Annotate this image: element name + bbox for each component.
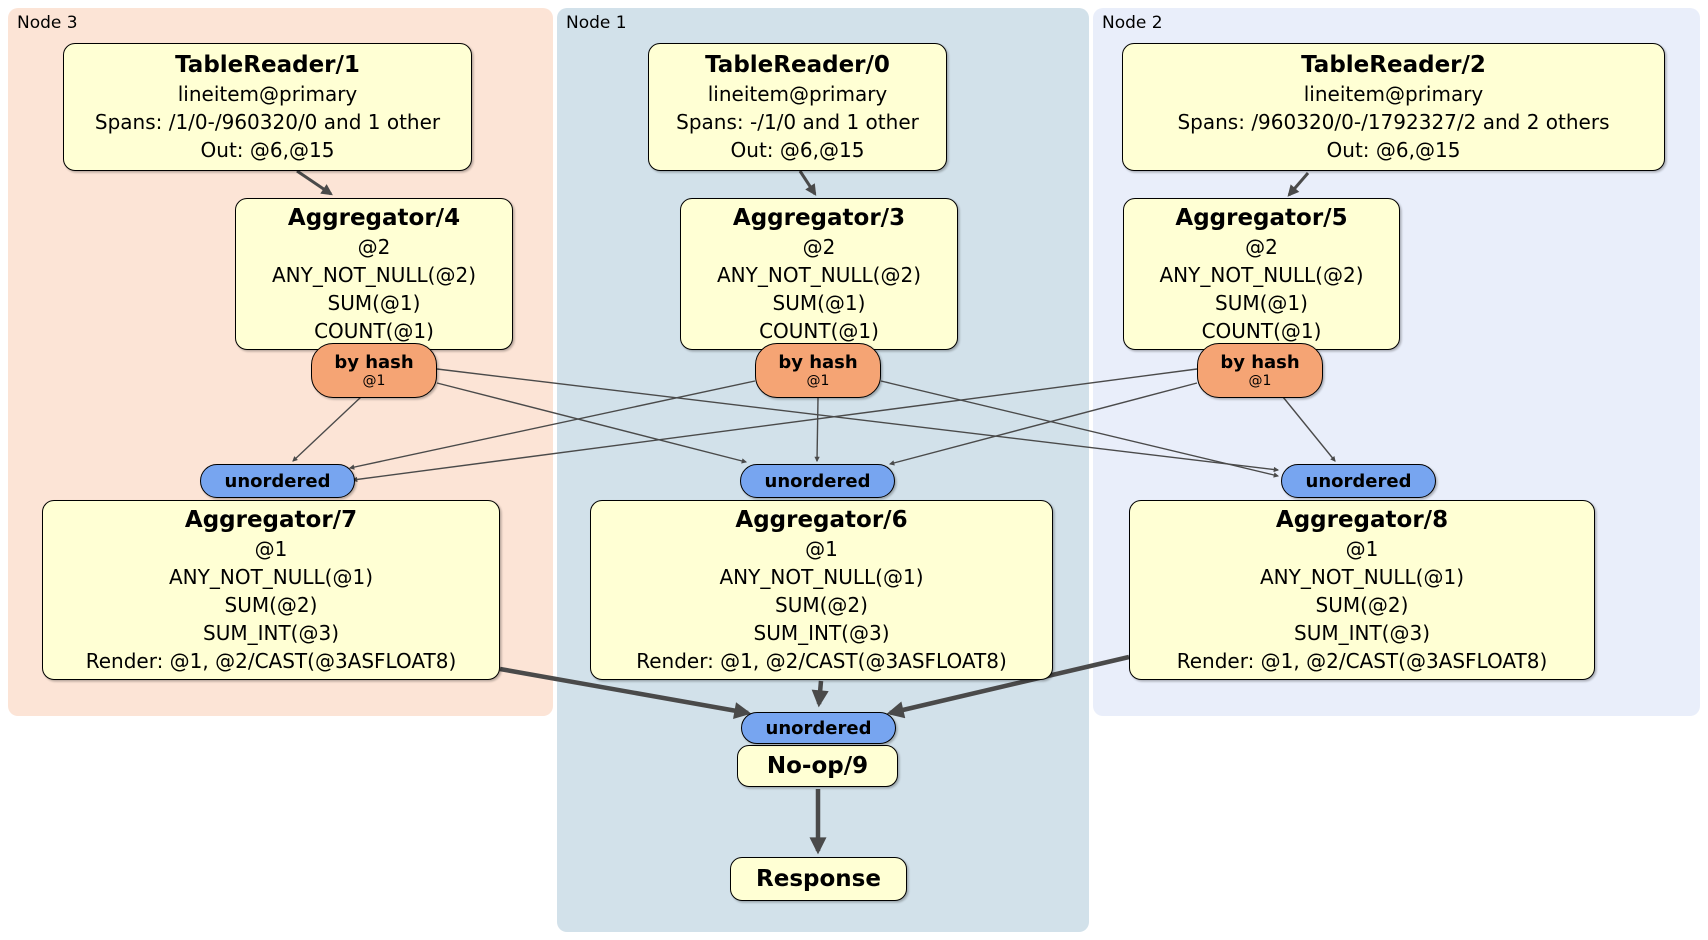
sync-label: unordered <box>1305 470 1412 492</box>
router-hash-column: @1 <box>806 373 830 389</box>
sync-label: unordered <box>764 470 871 492</box>
sync-label: unordered <box>765 717 872 739</box>
edge-aggregator-8-to-sync-9 <box>886 654 1130 719</box>
processor-detail-line: SUM_INT(@3) <box>1294 621 1430 645</box>
processor-detail-line: lineitem@primary <box>1303 82 1484 106</box>
processor-detail-line: SUM_INT(@3) <box>753 621 890 645</box>
edge-router-3-to-sync-8 <box>880 380 1280 478</box>
edge-tablereader-1-to-aggregator-4 <box>296 169 333 196</box>
processor-title-aggregator-7: Aggregator/7 <box>184 507 358 533</box>
processor-detail-line: ANY_NOT_NULL(@2) <box>1159 263 1364 287</box>
processor-response: Response <box>730 857 907 901</box>
edge-tablereader-0-to-aggregator-3 <box>798 170 817 196</box>
processor-detail-line: ANY_NOT_NULL(@1) <box>1260 565 1464 589</box>
edge-aggregator-6-to-sync-9 <box>811 680 829 708</box>
processor-detail-line: Render: @1, @2/CAST(@3ASFLOAT8) <box>1176 649 1548 673</box>
edge-tablereader-2-to-aggregator-5 <box>1287 172 1310 197</box>
edge-router-5-to-sync-6 <box>888 382 1198 466</box>
processor-detail-line: ANY_NOT_NULL(@2) <box>717 263 921 287</box>
processor-title-aggregator-4: Aggregator/4 <box>287 205 461 231</box>
region-label-node1: Node 1 <box>566 13 627 33</box>
router-title: by hash <box>334 352 414 373</box>
processor-detail-line: ANY_NOT_NULL(@1) <box>169 565 373 589</box>
processor-title-aggregator-5: Aggregator/5 <box>1175 205 1348 231</box>
processor-detail-line: @1 <box>805 537 838 561</box>
processor-title-tablereader-1: TableReader/1 <box>175 52 360 78</box>
edge-router-3-to-sync-6 <box>814 397 820 463</box>
processor-detail-line: Out: @6,@15 <box>730 138 865 162</box>
processor-title-aggregator-8: Aggregator/8 <box>1275 507 1449 533</box>
edge-router-4-to-sync-8 <box>436 368 1280 473</box>
processor-detail-line: @2 <box>357 235 391 259</box>
processor-detail-line: @2 <box>802 235 836 259</box>
router-hash-column: @1 <box>1248 373 1272 389</box>
edge-router-3-to-sync-7 <box>348 380 756 470</box>
processor-title-tablereader-0: TableReader/0 <box>705 52 890 78</box>
processor-detail-line: ANY_NOT_NULL(@1) <box>719 565 924 589</box>
edge-router-4-to-sync-7 <box>292 396 362 462</box>
router-5-by-hash: by hash@1 <box>1197 343 1323 398</box>
processor-detail-line: SUM(@2) <box>775 593 868 617</box>
region-label-node3: Node 3 <box>17 13 78 33</box>
router-title: by hash <box>778 352 858 373</box>
processor-detail-line: Render: @1, @2/CAST(@3ASFLOAT8) <box>85 649 457 673</box>
processor-detail-line: SUM(@2) <box>224 593 318 617</box>
router-3-by-hash: by hash@1 <box>755 343 881 398</box>
processor-detail-line: COUNT(@1) <box>314 319 434 343</box>
processor-detail-line: Render: @1, @2/CAST(@3ASFLOAT8) <box>636 649 1007 673</box>
processor-title-aggregator-6: Aggregator/6 <box>735 507 908 533</box>
processor-title-noop-9: No-op/9 <box>766 753 869 779</box>
sync-label: unordered <box>224 470 331 492</box>
processor-detail-line: lineitem@primary <box>707 82 888 106</box>
processor-detail-line: Out: @6,@15 <box>1326 138 1461 162</box>
edge-router-5-to-sync-8 <box>1282 396 1336 462</box>
sync-7-unordered: unordered <box>200 464 355 498</box>
processor-title-response: Response <box>756 866 881 892</box>
processor-detail-line: @1 <box>254 537 288 561</box>
processor-detail-line: Spans: /1/0-/960320/0 and 1 other <box>94 110 441 134</box>
processor-detail-line: SUM(@1) <box>327 291 421 315</box>
processor-detail-line: SUM(@2) <box>1315 593 1409 617</box>
sync-6-unordered: unordered <box>740 464 895 498</box>
processor-detail-line: SUM(@1) <box>772 291 866 315</box>
processor-title-tablereader-2: TableReader/2 <box>1301 52 1486 78</box>
processor-detail-line: lineitem@primary <box>177 82 358 106</box>
processor-detail-line: COUNT(@1) <box>1201 319 1322 343</box>
sync-8-unordered: unordered <box>1281 464 1436 498</box>
processor-detail-line: @1 <box>1345 537 1379 561</box>
processor-detail-line: ANY_NOT_NULL(@2) <box>272 263 476 287</box>
edge-router-5-to-sync-7 <box>351 368 1198 483</box>
region-label-node2: Node 2 <box>1102 13 1163 33</box>
processor-detail-line: Out: @6,@15 <box>200 138 335 162</box>
processor-detail-line: Spans: /960320/0-/1792327/2 and 2 others <box>1177 110 1610 134</box>
router-4-by-hash: by hash@1 <box>311 343 437 398</box>
router-hash-column: @1 <box>362 373 386 389</box>
processor-detail-line: SUM_INT(@3) <box>203 621 339 645</box>
processor-detail-line: Spans: -/1/0 and 1 other <box>676 110 919 134</box>
processor-noop-9: No-op/9 <box>737 745 898 787</box>
edge-router-4-to-sync-6 <box>436 382 748 464</box>
router-title: by hash <box>1220 352 1300 373</box>
sync-9-unordered: unordered <box>741 712 896 744</box>
processor-title-aggregator-3: Aggregator/3 <box>732 205 906 231</box>
edge-aggregator-7-to-sync-9 <box>499 666 752 720</box>
processor-detail-line: @2 <box>1245 235 1278 259</box>
processor-detail-line: SUM(@1) <box>1215 291 1308 315</box>
processor-detail-line: COUNT(@1) <box>759 319 879 343</box>
